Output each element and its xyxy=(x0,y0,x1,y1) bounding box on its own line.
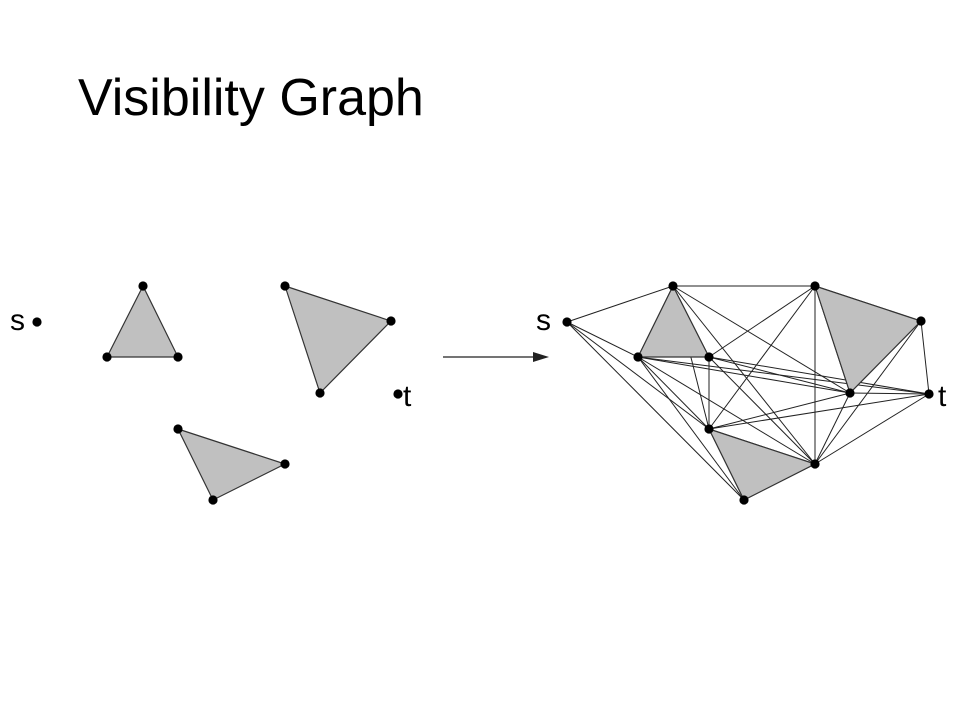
arrow-head xyxy=(533,352,549,362)
before-target-label: t xyxy=(403,380,412,413)
before-obstacle-1 xyxy=(106,284,179,358)
after-visibility-edge xyxy=(814,393,930,465)
after-visibility-edge xyxy=(672,285,851,394)
before-vertex-A2 xyxy=(102,352,112,362)
after-visibility-edge xyxy=(566,321,745,501)
after-vertex-C3 xyxy=(739,495,749,505)
after-vertex-t xyxy=(924,389,934,399)
before-vertex-B2 xyxy=(386,316,396,326)
after-visibility-edge xyxy=(708,356,816,465)
after-obstacle-1 xyxy=(637,284,710,358)
after-obstacle-3 xyxy=(707,427,817,501)
after-visibility-edge xyxy=(637,356,816,465)
before-vertex-s xyxy=(32,317,42,327)
after-vertex-C1 xyxy=(704,424,714,434)
before-vertex-B3 xyxy=(315,388,325,398)
before-vertex-C1 xyxy=(173,424,183,434)
after-visibility-edge xyxy=(708,285,816,358)
after-visibility-edge xyxy=(708,356,930,395)
after-vertex-A3 xyxy=(704,352,714,362)
after-visibility-edge xyxy=(920,320,930,395)
after-visibility-edge xyxy=(637,356,930,395)
after-vertex-s xyxy=(562,317,572,327)
after-obstacle-2 xyxy=(814,285,923,395)
before-vertex-t xyxy=(393,389,403,399)
slide-title: Visibility Graph xyxy=(78,69,424,127)
before-vertex-C3 xyxy=(208,495,218,505)
after-visibility-edge xyxy=(849,392,930,395)
after-visibility-edge xyxy=(708,392,851,430)
after-start-label: s xyxy=(536,304,551,337)
after-vertex-C2 xyxy=(810,459,820,469)
after-visibility-edge xyxy=(637,356,710,430)
after-visibility-edge xyxy=(637,356,745,501)
after-visibility-edge xyxy=(814,392,851,465)
before-panel xyxy=(32,281,403,505)
after-visibility-edge xyxy=(566,321,710,430)
after-vertex-A1 xyxy=(668,281,678,291)
after-visibility-edge xyxy=(708,285,816,430)
before-vertex-A3 xyxy=(173,352,183,362)
after-vertex-B1 xyxy=(810,281,820,291)
after-vertex-B3 xyxy=(845,388,855,398)
before-vertex-A1 xyxy=(138,281,148,291)
transform-arrow xyxy=(443,352,549,362)
before-vertex-B1 xyxy=(280,281,290,291)
after-visibility-edge xyxy=(708,393,930,430)
after-vertex-B2 xyxy=(916,316,926,326)
before-obstacle-2 xyxy=(284,285,393,395)
after-target-label: t xyxy=(938,380,947,413)
after-vertex-A2 xyxy=(633,352,643,362)
before-obstacle-3 xyxy=(176,427,287,501)
after-visibility-edge xyxy=(566,321,639,358)
after-visibility-edge xyxy=(814,320,922,465)
after-panel xyxy=(562,281,934,505)
after-visibility-edge xyxy=(566,285,674,323)
before-vertex-C2 xyxy=(280,459,290,469)
before-start-label: s xyxy=(10,304,25,337)
